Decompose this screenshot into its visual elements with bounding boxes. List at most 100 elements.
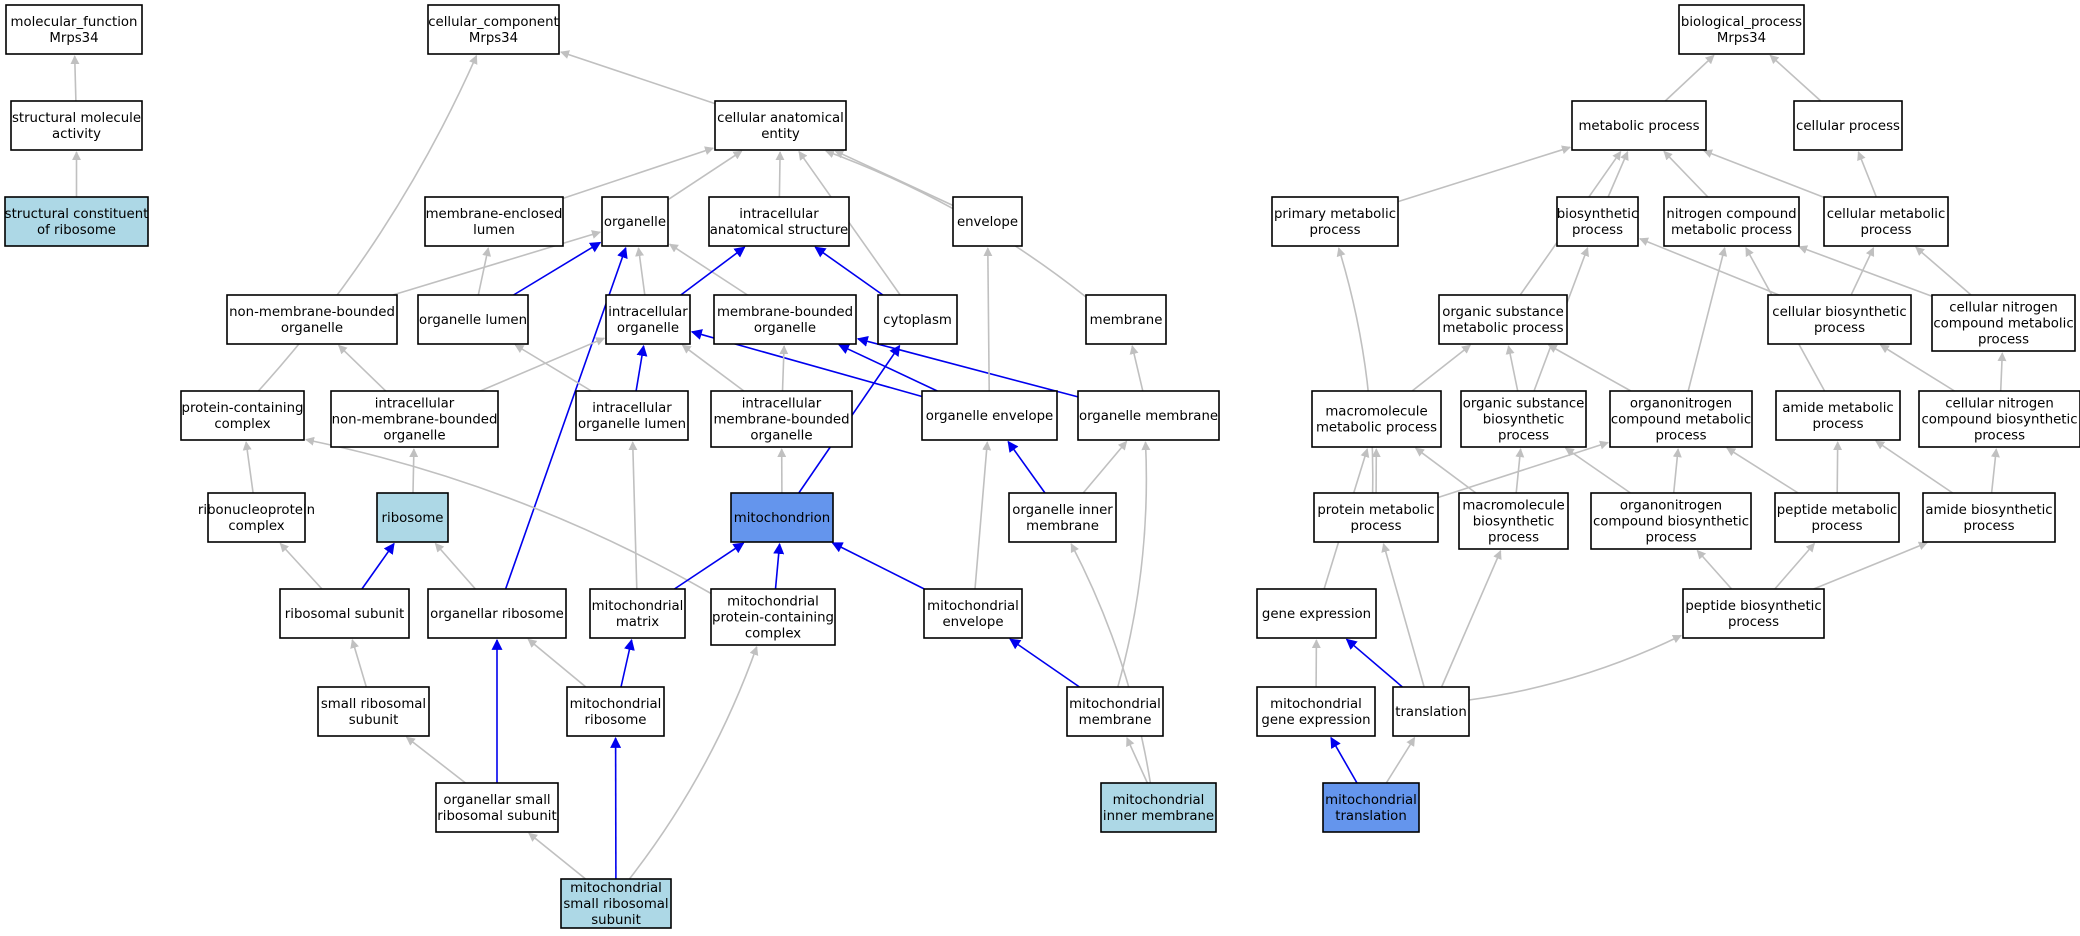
go-term-box: [1682, 588, 1825, 639]
edge-trans-to-pepbp: [1468, 634, 1682, 701]
go-term-label-line: organic substance: [1463, 397, 1585, 412]
go-term-box: [1571, 100, 1707, 151]
edge-mpcc-to-mito: [773, 542, 785, 590]
edge-cncbp-to-cncmp: [1997, 352, 2007, 392]
edge-pepmp-to-amp: [1833, 441, 1843, 494]
go-term-org: organelle: [601, 196, 669, 247]
go-term-box: [1556, 196, 1639, 247]
edge-mbp-to-osbp: [1515, 448, 1525, 494]
go-term-label-line: process: [1814, 321, 1865, 336]
go-term-label-line: biosynthetic: [1483, 413, 1565, 428]
go-term-ribo: ribosome: [376, 492, 449, 543]
go-term-box: [1008, 492, 1117, 543]
go-term-label-line: envelope: [942, 615, 1003, 630]
go-term-label-line: Mrps34: [469, 31, 518, 46]
edge-cbp-to-bsp: [1639, 237, 1780, 296]
go-term-label-line: organelle lumen: [578, 417, 686, 432]
edge-cmp-to-cellp: [1857, 151, 1878, 198]
edge-iol-to-orgl: [514, 344, 592, 392]
edge-oim-to-omem: [1082, 440, 1128, 494]
go-term-label-line: organelle envelope: [926, 409, 1053, 424]
go-term-label-line: process: [1572, 223, 1623, 238]
edge-oim-to-oenv: [1007, 440, 1046, 494]
edge-oenv-to-mbo: [838, 344, 938, 392]
edge-pepbp-to-abp: [1813, 541, 1928, 590]
go-term-label-line: amide biosynthetic: [1925, 503, 2052, 518]
edge-mim-to-mmem: [1126, 736, 1149, 784]
go-term-label-line: ribosome: [585, 713, 647, 728]
go-term-label-line: compound biosynthetic: [1593, 515, 1749, 530]
edge-oncmp-to-ncmp: [1687, 247, 1728, 392]
edge-rsu-to-rnp: [279, 542, 323, 590]
go-term-box: [708, 196, 850, 247]
go-term-label-line: lumen: [473, 223, 515, 238]
go-term-omem: organelle membrane: [1077, 390, 1220, 441]
edge-cncbp-to-cbp: [1879, 344, 1955, 392]
go-term-label-line: process: [1350, 519, 1401, 534]
go-term-label-line: process: [1811, 519, 1862, 534]
edge-sma-to-mf: [70, 55, 80, 102]
go-term-label-line: intracellular: [742, 397, 822, 412]
go-term-label-line: biological_process: [1681, 15, 1802, 30]
go-term-box: [376, 492, 449, 543]
go-term-label-line: compound metabolic: [1611, 413, 1751, 428]
go-term-box: [601, 196, 669, 247]
go-term-label-line: process: [1645, 531, 1696, 546]
go-term-label-line: process: [1309, 223, 1360, 238]
edge-orib-to-ribo: [434, 542, 477, 590]
go-term-label-line: intracellular: [592, 401, 672, 416]
go-term-label-line: metabolic process: [1578, 119, 1699, 134]
edge-orgl-to-mel: [477, 247, 492, 296]
edge-mbo-to-org: [668, 243, 748, 296]
go-term-label-line: organellar small: [443, 793, 550, 808]
go-term-label-line: mitochondrial: [570, 881, 662, 896]
go-term-label-line: entity: [761, 127, 800, 142]
edge-oenv-to-env: [983, 247, 993, 392]
edge-mel-to-cae: [562, 146, 714, 200]
go-term-box: [5, 4, 143, 55]
go-term-box: [575, 390, 689, 441]
go-term-box: [923, 588, 1023, 639]
go-term-label-line: process: [1978, 333, 2029, 348]
go-term-gexp: gene expression: [1256, 588, 1377, 639]
go-term-label-line: Mrps34: [1717, 31, 1766, 46]
go-term-label-line: protein metabolic: [1317, 503, 1434, 518]
go-term-label-line: intracellular: [608, 305, 688, 320]
go-term-label-line: amide metabolic: [1782, 401, 1893, 416]
go-term-label-line: process: [1974, 429, 2025, 444]
go-term-label-line: organelle: [750, 429, 812, 444]
go-term-label-line: process: [1498, 429, 1549, 444]
go-term-label-line: matrix: [616, 615, 659, 630]
edge-pcc-to-cc: [257, 54, 478, 392]
go-term-mito: mitochondrion: [730, 492, 834, 543]
edge-env-to-cae: [834, 150, 954, 207]
go-term-label-line: small ribosomal: [563, 897, 668, 912]
go-term-box: [4, 196, 149, 247]
edge-metp-to-bp: [1664, 54, 1715, 102]
edge-prmp-to-oncmp: [1437, 440, 1609, 499]
go-term-box: [417, 294, 529, 345]
go-term-label-line: mitochondrial: [1270, 697, 1362, 712]
go-term-label-line: mitochondrion: [734, 511, 830, 526]
go-term-label-line: envelope: [957, 215, 1018, 230]
edge-rsu-to-ribo: [361, 542, 395, 590]
go-term-label-line: anatomical structure: [710, 223, 848, 238]
go-term-label-line: cellular biosynthetic: [1772, 305, 1906, 320]
go-term-rsu: ribosomal subunit: [279, 588, 410, 639]
go-term-label-line: cytoplasm: [883, 313, 952, 328]
go-term-label-line: of ribosome: [37, 223, 116, 238]
go-term-orib: organellar ribosome: [427, 588, 567, 639]
edge-cmp-to-metp: [1703, 149, 1825, 199]
